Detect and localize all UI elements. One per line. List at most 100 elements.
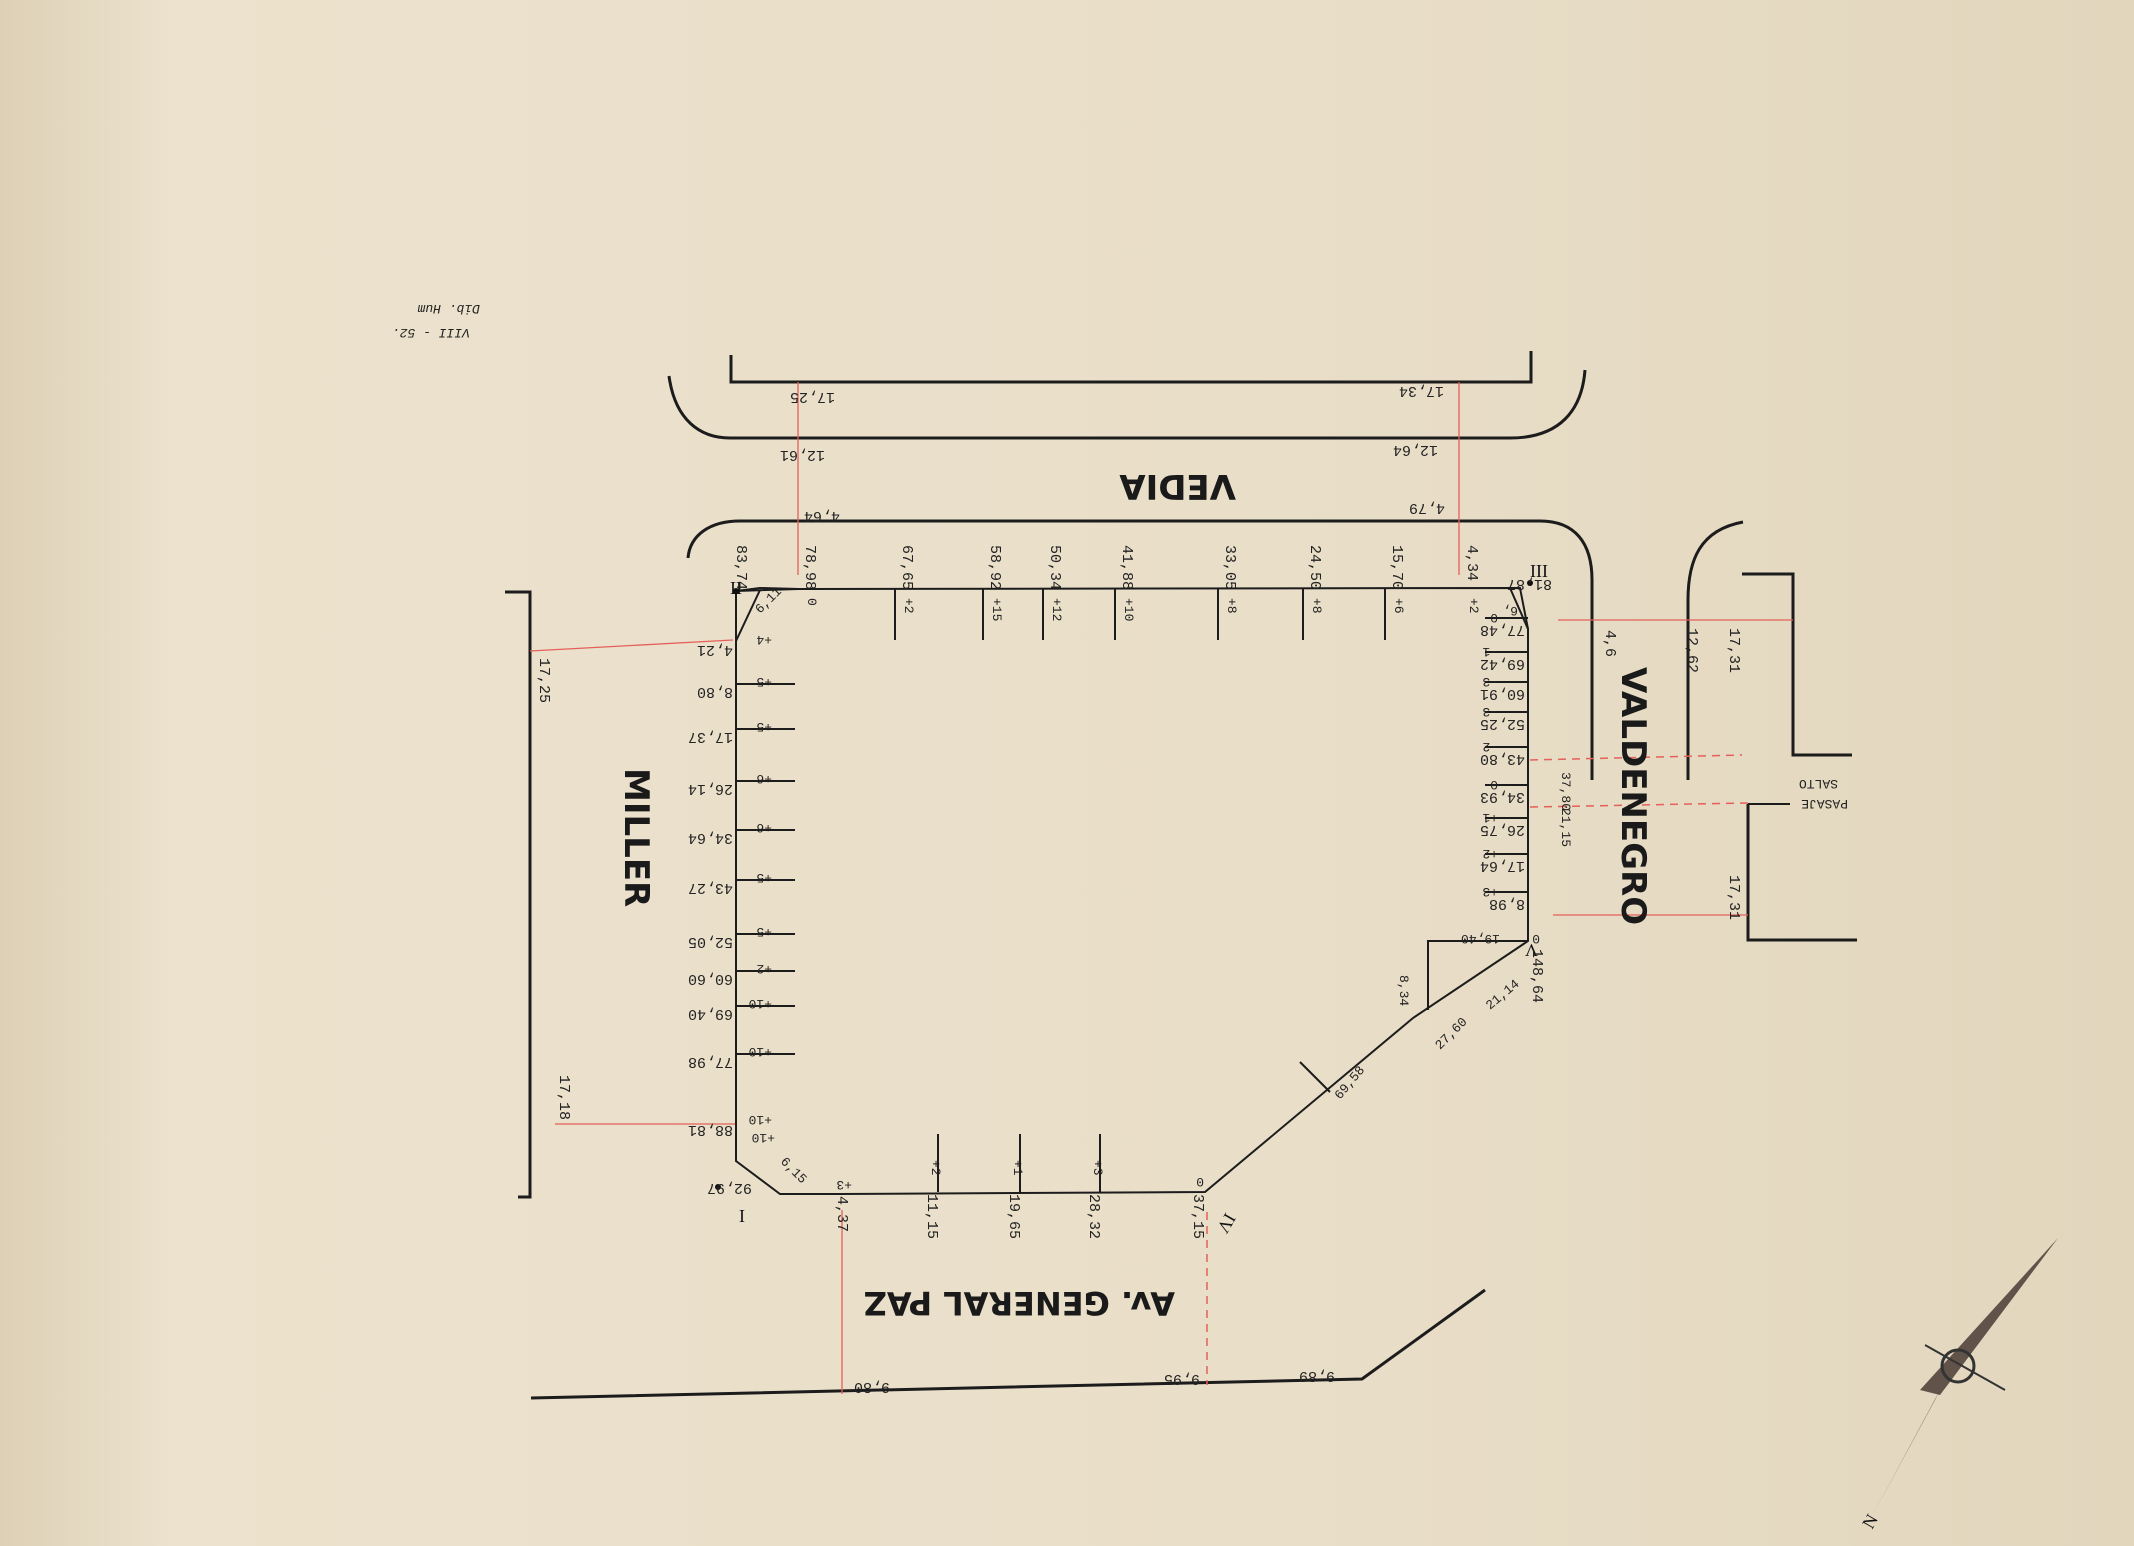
- pasaje-dash-a: [1529, 754, 1743, 761]
- diag-a: 27,60: [1432, 1015, 1470, 1053]
- left-station-level: +5: [756, 924, 772, 939]
- right-station-dist: 26,75: [1480, 821, 1525, 838]
- right-station-level: +2: [1482, 846, 1498, 861]
- vedia-street: VEDIA 17,25 17,34 12,61 12,64 4,64 4,79: [667, 351, 1594, 780]
- left-station-dist: 26,14: [688, 780, 733, 797]
- bottom-station-level: +3: [1090, 1160, 1105, 1176]
- top-station-level: +8: [1309, 598, 1324, 614]
- valdenegro-12-62: 12,62: [1683, 628, 1700, 673]
- pasaje-37-80: 37,80: [1558, 772, 1573, 811]
- left-station-dist: 17,37: [688, 728, 733, 745]
- top-station-level: +12: [1049, 598, 1064, 621]
- chamfer-i-label: 6,15: [777, 1154, 810, 1187]
- vedia-low-right: 4,79: [1409, 499, 1445, 516]
- top-station-level: +2: [901, 598, 916, 614]
- right-station-dist: 60,91: [1480, 685, 1525, 702]
- vedia-label: VEDIA: [1119, 466, 1236, 506]
- station-marks: 78,98067,65+258,92+1550,34+1241,88+1033,…: [688, 545, 1528, 1239]
- right-station-level: +1: [1482, 810, 1498, 825]
- right-station-level: 0: [1490, 777, 1498, 792]
- left-station-dist: 52,05: [688, 933, 733, 950]
- top-station-dist: 67,65: [898, 545, 915, 590]
- chamfer-iii: [1509, 587, 1529, 630]
- right-station-level: 0: [1490, 610, 1498, 625]
- gp-9-95: 9,95: [1164, 1370, 1200, 1387]
- top-station-level: +6: [1391, 598, 1406, 614]
- bottom-station-dist: 11,15: [923, 1194, 940, 1239]
- right-station-level: -3: [1482, 674, 1498, 689]
- right-station-level: +3: [1482, 884, 1498, 899]
- right-station-dist: 69,42: [1480, 655, 1525, 672]
- left-station-level: +4: [756, 632, 772, 647]
- right-station-dist: 43,80: [1480, 750, 1525, 767]
- left-station-dist: 43,27: [688, 879, 733, 896]
- v-total: 148,64: [1528, 949, 1545, 1003]
- bottom-station-level: +1: [1010, 1160, 1025, 1176]
- valdenegro-label: VALDENEGRO: [1613, 667, 1653, 925]
- diag-b: 21,14: [1483, 976, 1523, 1013]
- bottom-station-dist: 19,65: [1005, 1194, 1022, 1239]
- top-station-level: 0: [804, 598, 819, 606]
- right-station-dist: 34,93: [1480, 788, 1525, 805]
- miller-street: MILLER 17,25 17,18: [505, 590, 735, 1199]
- left-station-dist: 8,80: [697, 683, 733, 700]
- chamfer-iii-label: 6,: [1502, 603, 1518, 618]
- left-station-dist: 88,81: [688, 1121, 733, 1138]
- north-label: N: [1858, 1511, 1882, 1532]
- top-station-dist: 33,05: [1221, 545, 1238, 590]
- top-station-dist: 50,34: [1046, 545, 1063, 590]
- bl-plus: +10: [752, 1130, 775, 1145]
- bottom-station-dist: 28,32: [1085, 1194, 1102, 1239]
- left-station-dist: 34,64: [688, 829, 733, 846]
- valdenegro-street: VALDENEGRO PASAJE SALTO 4,6 12,62 17,31 …: [1529, 520, 1857, 942]
- block-polygon: [715, 580, 1533, 1195]
- general-paz-curb: [530, 1288, 1486, 1400]
- valdenegro-17-31-top: 17,31: [1725, 628, 1742, 673]
- left-station-level: +10: [749, 1044, 772, 1059]
- left-station-level: +5: [756, 870, 772, 885]
- chamfer-ii: [735, 586, 800, 642]
- right-station-dist: 8,98: [1489, 895, 1525, 912]
- bottom-start: 4,37: [833, 1196, 850, 1232]
- signature: Dib. Hum VIII - 52.: [392, 301, 480, 340]
- iii-total: 81,87: [1507, 575, 1552, 592]
- iv-total: 37,15: [1189, 1194, 1206, 1239]
- v-zero: 0: [1532, 931, 1540, 946]
- miller-top-ref: [529, 639, 734, 652]
- bottom-station-level: +2: [928, 1160, 943, 1176]
- ii-total: 83,74: [732, 545, 749, 590]
- pasaje-upper: [1742, 572, 1852, 757]
- gp-9-80: 9,80: [854, 1378, 890, 1395]
- top-station-dist: 24,50: [1306, 545, 1323, 590]
- miller-label: MILLER: [616, 768, 656, 907]
- top-station-level: +2: [1466, 598, 1481, 614]
- signature-date: VIII - 52.: [392, 325, 470, 340]
- miller-curb: [505, 590, 532, 1199]
- left-station-dist: 4,21: [697, 641, 733, 658]
- right-station-dist: 77,48: [1480, 621, 1525, 638]
- vertex-i-dot: [715, 1184, 721, 1190]
- miller-width-bottom: 17,18: [555, 1075, 572, 1120]
- vertex-iv: IV: [1213, 1210, 1240, 1236]
- right-station-dist: 17,64: [1480, 857, 1525, 874]
- right-station-level: -3: [1482, 704, 1498, 719]
- top-station-dist: 15,70: [1388, 545, 1405, 590]
- vertex-ii-dot: [733, 588, 739, 594]
- top-station-dist: 41,88: [1118, 545, 1135, 590]
- top-station-dist: 78,98: [801, 545, 818, 590]
- valdenegro-17-31-bottom: 17,31: [1725, 875, 1742, 920]
- miller-width-top: 17,25: [535, 658, 552, 703]
- valdenegro-4-6: 4,6: [1601, 630, 1618, 657]
- general-paz-label: Av. GENERAL PAZ: [864, 1284, 1175, 1322]
- vertex-iii: III: [1530, 561, 1548, 581]
- pasaje-lower: [1746, 804, 1857, 942]
- left-station-level: +6: [756, 820, 772, 835]
- left-station-dist: 77,98: [688, 1053, 733, 1070]
- left-station-level: +6: [756, 771, 772, 786]
- v-step: [1427, 940, 1528, 1010]
- left-station-level: +5: [756, 719, 772, 734]
- top-station-level: +10: [1121, 598, 1136, 621]
- right-station-dist: 52,25: [1480, 715, 1525, 732]
